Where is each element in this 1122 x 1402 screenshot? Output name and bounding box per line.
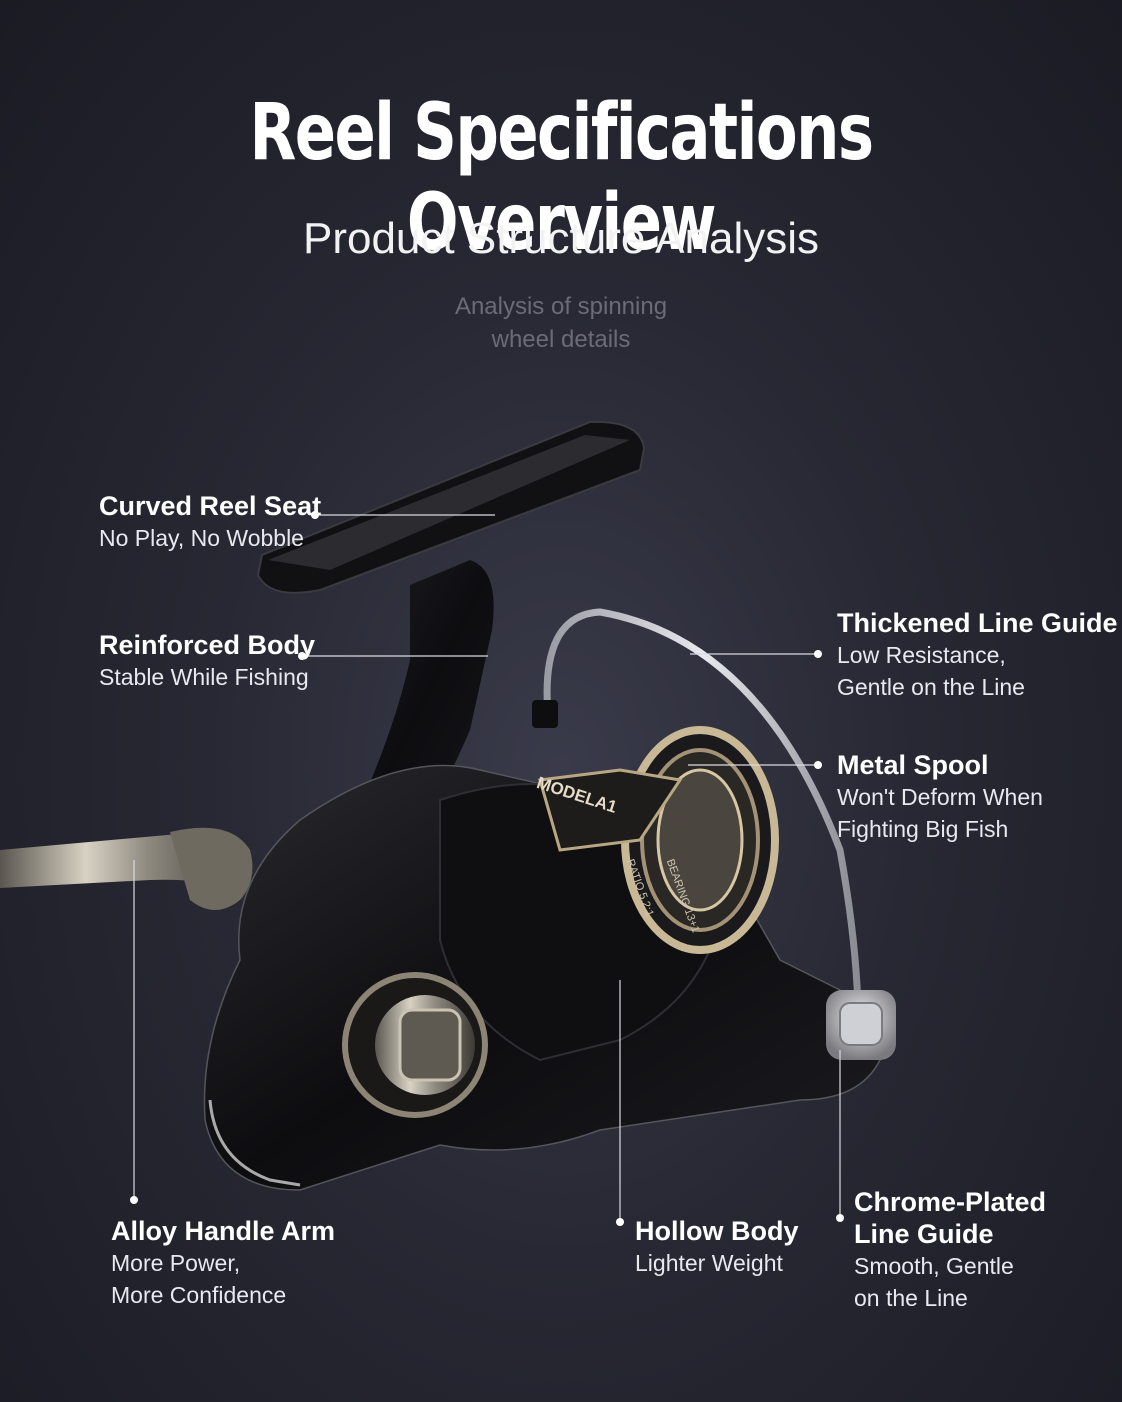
callout-desc: Fighting Big Fish (837, 816, 1009, 842)
callout-title: Curved Reel Seat (99, 491, 322, 521)
callout-title: Alloy Handle Arm (111, 1216, 336, 1246)
callout-title: Hollow Body (635, 1216, 799, 1246)
caption-line-2: wheel details (491, 326, 631, 353)
callout-desc: Low Resistance, (837, 642, 1006, 668)
callout-title: Reinforced Body (99, 630, 316, 660)
callout-desc: Stable While Fishing (99, 664, 309, 690)
callout-title: Metal Spool (837, 750, 989, 780)
spinning-reel-image: MODELA1 RATIO 5.2:1 BEARING 13+1 (0, 420, 896, 1191)
callout-title: Thickened Line Guide (837, 608, 1118, 638)
callout-desc: Smooth, Gentle (854, 1253, 1014, 1279)
callout-desc: Gentle on the Line (837, 674, 1025, 700)
page-subtitle: Product Structure Analysis (302, 214, 819, 263)
callout-title: Line Guide (854, 1219, 994, 1249)
callout-desc: No Play, No Wobble (99, 525, 304, 551)
page-title: Reel Specifications Overview (249, 88, 874, 268)
callout-desc: More Confidence (111, 1282, 287, 1308)
callout-curved-reel-seat: Curved Reel Seat No Play, No Wobble (99, 490, 321, 554)
callout-desc: More Power, (111, 1250, 241, 1276)
callout-reinforced-body: Reinforced Body Stable While Fishing (99, 629, 315, 693)
callout-alloy-handle-arm: Alloy Handle Arm More Power, More Confid… (111, 1215, 335, 1311)
callout-thickened-line-guide: Thickened Line Guide Low Resistance, Gen… (837, 607, 1118, 703)
callout-chrome-plated-line-guide: Chrome-Plated Line Guide Smooth, Gentle … (854, 1186, 1046, 1314)
callout-hollow-body: Hollow Body Lighter Weight (635, 1215, 799, 1279)
callout-title: Chrome-Plated (854, 1187, 1047, 1217)
callout-desc: Lighter Weight (635, 1250, 783, 1276)
callout-desc: on the Line (854, 1285, 968, 1311)
caption-line-1: Analysis of spinning (454, 293, 668, 320)
caption: Analysis of spinning wheel details (411, 290, 711, 356)
callout-desc: Won't Deform When (837, 784, 1043, 810)
callout-metal-spool: Metal Spool Won't Deform When Fighting B… (837, 749, 1043, 845)
bail-wire (543, 608, 862, 1044)
